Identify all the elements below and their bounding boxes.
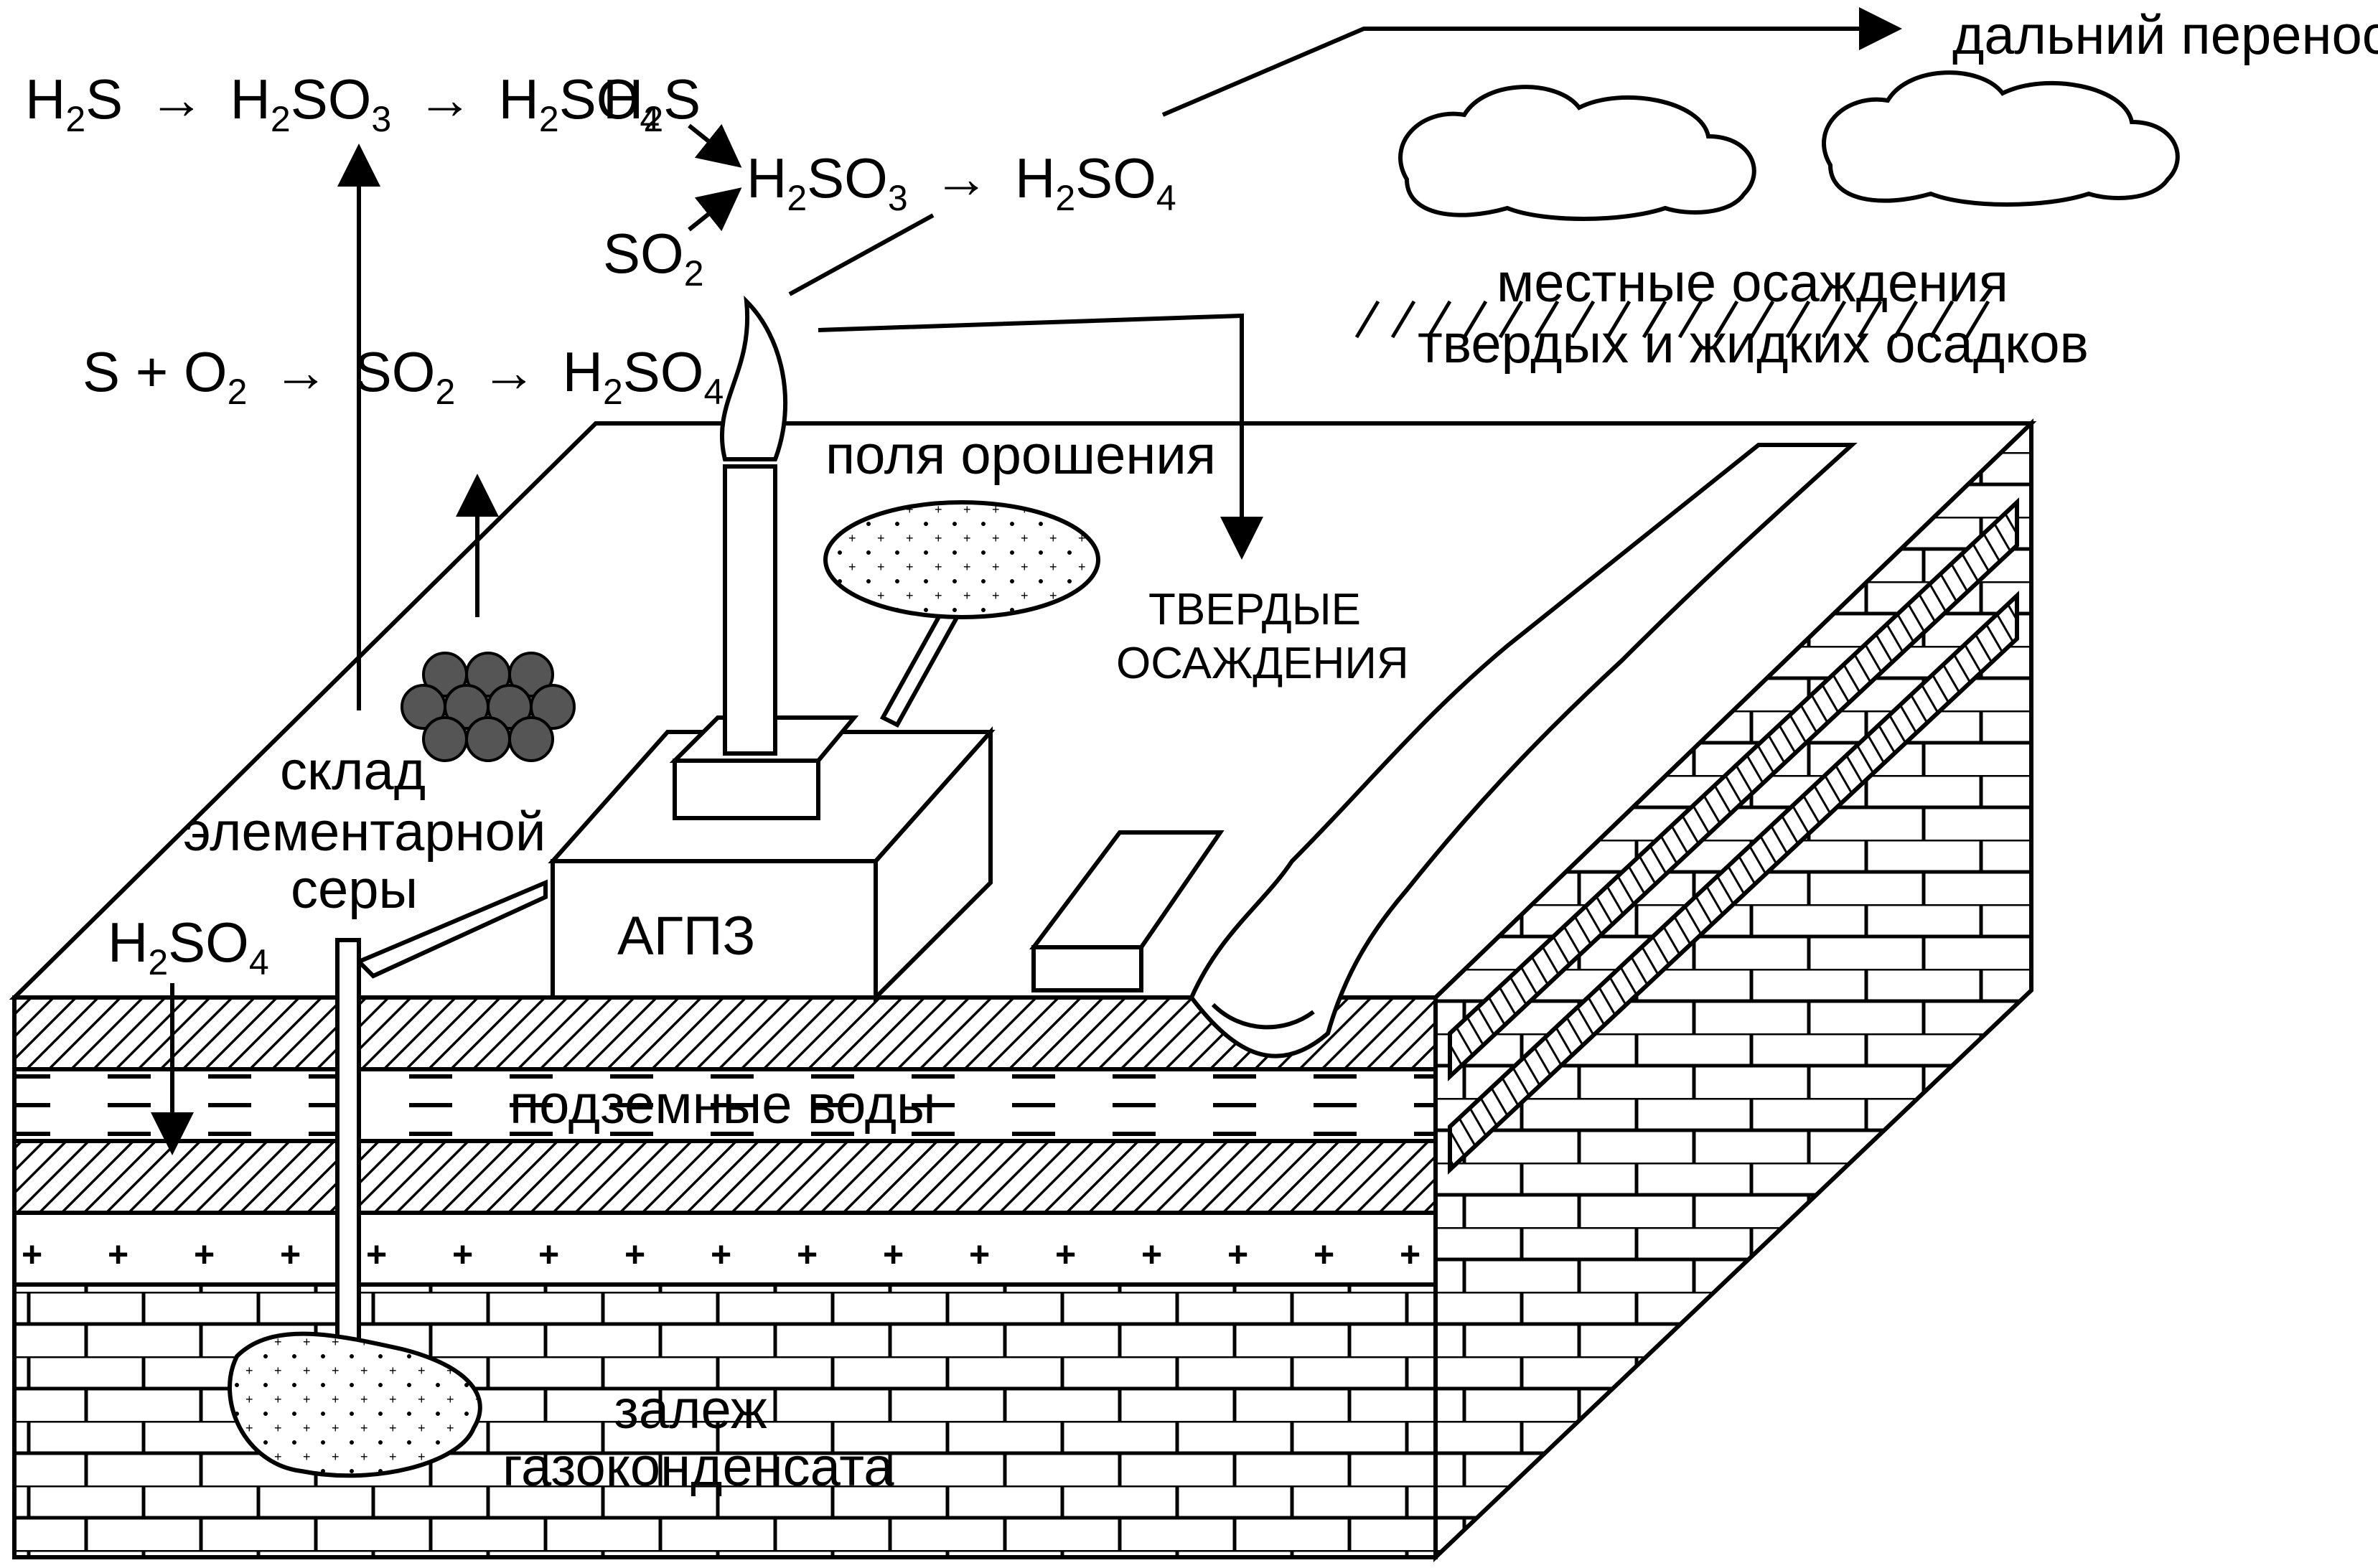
sulfur-pile-icon [401,652,576,762]
layer-hatched-lower [12,1139,1438,1215]
label-gas-deposit-1: залеж [614,1379,767,1440]
label-sulfur-storage-1: склад [280,741,426,802]
arrow-solid-deposition [818,313,1263,560]
label-gas-deposit-2: газоконденсата [502,1437,894,1498]
arrow-h2s-in [688,123,742,168]
layer-plus-sand [12,1211,1438,1287]
arrow-so2-in [688,187,742,232]
equation-3: S + O2 → SO2 → H2SO4 [83,340,724,416]
well-pipe [228,938,482,1478]
label-plant: АГПЗ [617,906,755,967]
label-solid-deposition-2: ОСАЖДЕНИЯ [1116,639,1409,688]
arrow-long-range [1161,7,1902,117]
equation-4: H2SO4 [108,911,269,982]
cloud-icon-1 [1398,85,1756,221]
label-irrigation-fields: поля орошения [825,425,1216,486]
label-solid-deposition-1: ТВЕРДЫЕ [1148,585,1361,634]
equation-2-h2s: H2S [603,67,701,139]
chimney [723,464,777,756]
label-long-range-transport: дальний перенос [1952,5,2378,66]
clouds [1398,70,2180,221]
label-local-deposition-2: твердых и жидких осадков [1418,314,2089,375]
label-sulfur-storage-2: элементарной [183,802,546,863]
label-groundwater: подземные воды [510,1074,936,1135]
label-sulfur-storage-3: серы [291,859,418,920]
layer-groundwater [12,1067,1438,1143]
equation-1: H2S → H2SO3 → H2SO4 [25,67,660,144]
river-water [1211,1003,1315,1030]
precipitation-lines [1354,300,1990,339]
equation-2-main: H2SO3 → H2SO4 [746,146,1176,222]
irrigation-field [823,500,1100,619]
right-striped-band-2 [1448,591,2019,1175]
equation-2-so2: SO2 [603,222,704,294]
flow-arrows [151,7,1902,1155]
cloud-icon-2 [1822,70,2180,207]
label-local-deposition-1: местные осаждения [1497,253,2008,314]
flame-icon [719,295,788,461]
arrow-flame-to-eq [788,213,935,296]
gas-processing-plant [355,295,1225,1003]
river-valley [1189,443,1858,1058]
gas-deposit [228,1331,482,1478]
ground-block [9,418,2037,1562]
right-striped-band-1 [1448,497,2019,1081]
